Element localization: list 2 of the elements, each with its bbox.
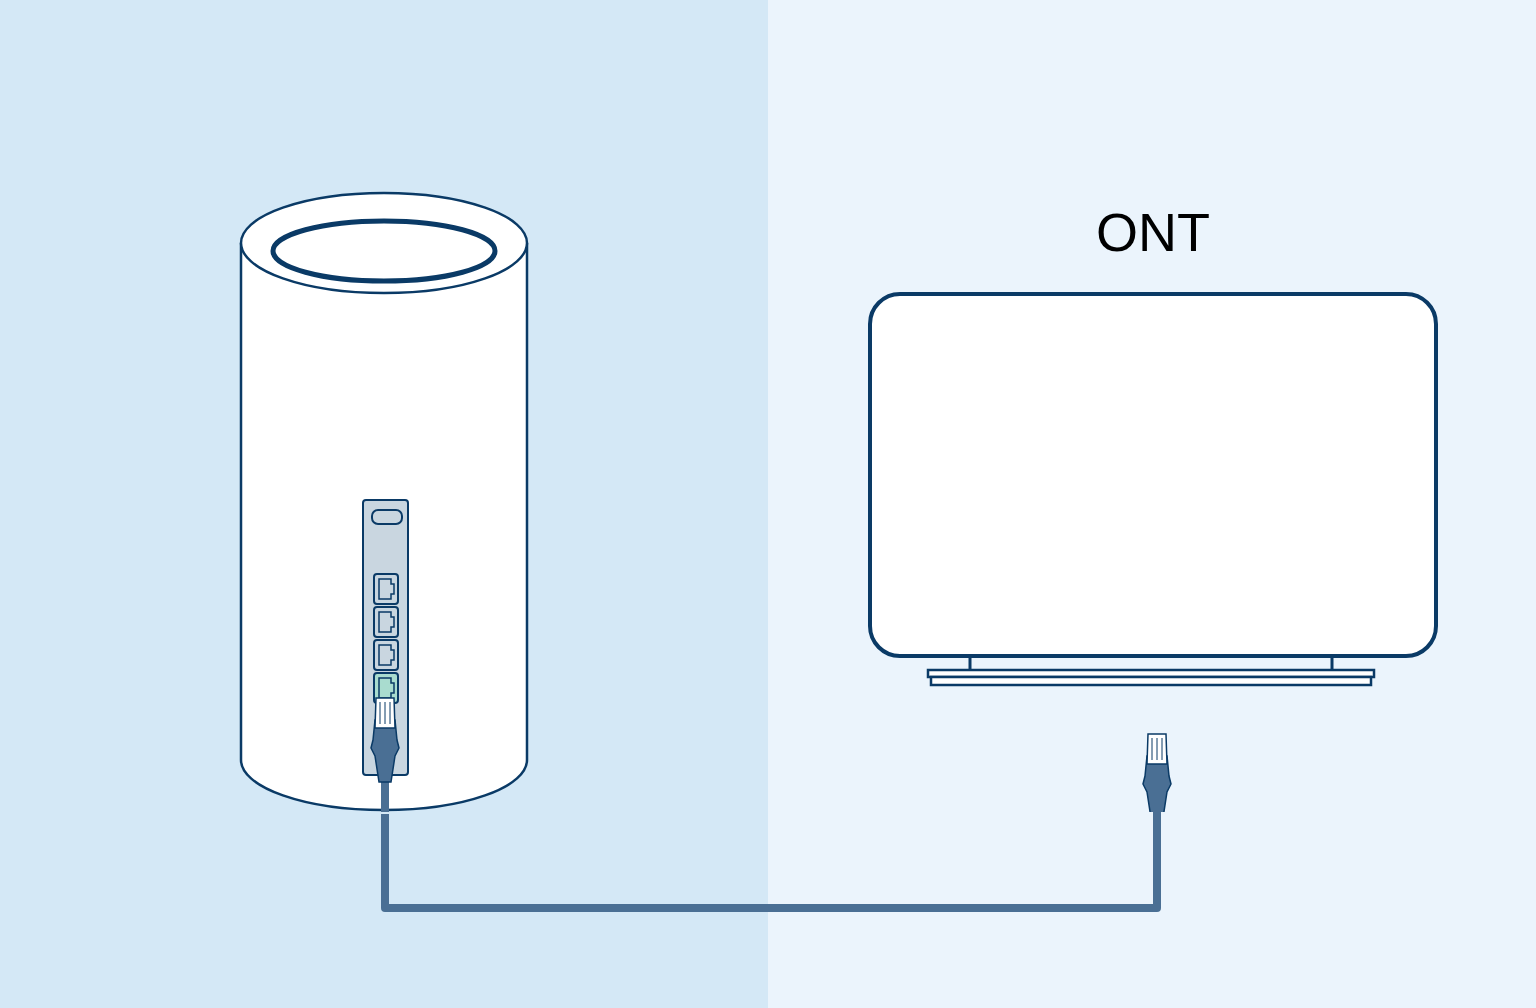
- device-label: ONT: [1095, 201, 1211, 264]
- ethernet-cable: [381, 812, 1161, 912]
